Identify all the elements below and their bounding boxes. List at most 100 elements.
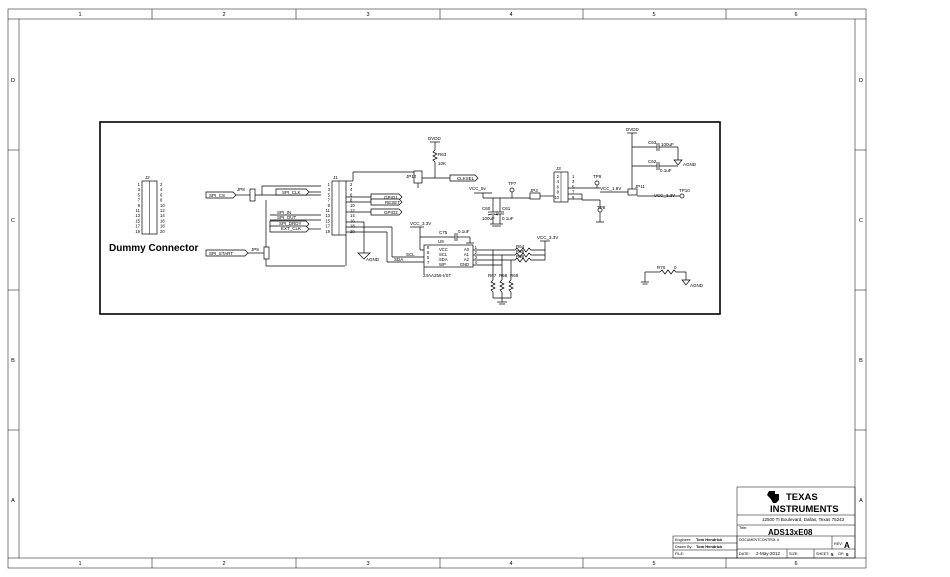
u9-pin-left-0: VCC — [439, 247, 448, 252]
c62-ref: C62 — [648, 159, 657, 164]
dummy-connector-label: Dummy Connector — [109, 243, 199, 254]
j1-pin-right-4: 10 — [350, 203, 355, 208]
j3-pin-right-2: 5 — [572, 184, 575, 189]
drawn-by-value: Tom Hendrick — [696, 544, 723, 549]
net-spi-out: SPI_OUT — [270, 215, 321, 221]
jumper-jp8: JP8 — [237, 187, 256, 202]
j1-pin-left-9: 19 — [325, 229, 330, 234]
resistor-r65: R65 — [514, 249, 545, 258]
title-block: TEXAS INSTRUMENTS 12500 TI Boulevard, Da… — [672, 486, 856, 559]
jumper-jp3 — [529, 192, 541, 200]
j1-pin-left-4: 9 — [328, 203, 331, 208]
j1-pin-right-8: 18 — [350, 224, 355, 229]
u9-pinnum-right-2: 3 — [475, 255, 478, 260]
j3-pin-right-0: 1 — [572, 174, 575, 179]
u9-pinnum-left-3: 7 — [427, 260, 430, 265]
resistor-r66: R66 — [514, 254, 545, 263]
j1-pin-right-6: 14 — [350, 213, 355, 218]
spi-cs-label: SPI_CS — [209, 193, 225, 198]
file-label: FILE: — [675, 552, 684, 556]
spi-clk-label: SPI_CLK — [282, 190, 301, 195]
j3-pin-right-4: 9 — [572, 195, 575, 200]
u9-pinnum-right-3: 4 — [475, 260, 478, 265]
testpoint-tp7 — [509, 187, 515, 193]
c63-ref: C63 — [648, 140, 657, 145]
j2-ref: J2 — [145, 175, 150, 180]
j2-pin-left-9: 19 — [135, 229, 140, 234]
r63-ref: R63 — [438, 152, 447, 157]
j3-pin-left-0: 2 — [557, 174, 560, 179]
j1-ref: J1 — [333, 175, 338, 180]
vcc-33-mid-label: VCC_3.3V — [537, 235, 558, 240]
gpio1-label: GPIO1 — [384, 195, 398, 200]
c75-ref: C75 — [439, 230, 448, 235]
j1-pin-left-7: 15 — [325, 218, 330, 223]
engineer-value: Tom Hendrick — [696, 537, 723, 542]
resistor-r68: R68 — [499, 273, 508, 298]
col-label-1: 1 — [78, 12, 81, 18]
j2-pin-left-4: 9 — [138, 203, 141, 208]
of-label: OF: — [838, 552, 844, 556]
resistor-r64: R64 — [514, 244, 545, 253]
r70-ref: R70 — [657, 265, 666, 270]
j3-pin-left-2: 6 — [557, 184, 560, 189]
j1-pin-left-1: 3 — [328, 187, 331, 192]
u9-part: 24AA256-I/ST — [423, 273, 452, 278]
rev-label: REV: — [834, 542, 843, 546]
tp10-ref: TP10 — [679, 188, 690, 193]
col-label-4: 4 — [509, 12, 512, 18]
j2-pin-right-5: 12 — [160, 208, 165, 213]
row-label-d: D — [11, 78, 15, 84]
spi-in-label: SPI_IN — [277, 210, 291, 215]
r68-ref: R68 — [499, 273, 508, 278]
j1-pin-left-0: 1 — [328, 182, 331, 187]
company-name-line1: TEXAS — [786, 492, 818, 503]
u9-pin-right-0: A0 — [464, 247, 470, 252]
col-label-3: 3 — [366, 12, 369, 18]
jp9-ref: JP9 — [251, 247, 259, 252]
j2-pin-right-7: 16 — [160, 218, 165, 223]
r70-val: 0 — [674, 265, 677, 270]
j2-pin-left-3: 7 — [138, 198, 141, 203]
c62-val: 0.1uF — [660, 168, 672, 173]
vcc-33-right-label: VCC_3.3V — [654, 193, 675, 198]
agnd-j1-symbol — [357, 252, 371, 260]
j1-pin-right-7: 16 — [350, 218, 355, 223]
drawn-by-label: Drawn By: — [675, 545, 693, 549]
jp10-ref: JP10 — [406, 174, 417, 179]
r69-ref: R69 — [510, 273, 519, 278]
c63-val: 100uF — [661, 142, 674, 147]
agnd-j1-label: AGND — [366, 257, 380, 262]
vcc-18v-label: VCC_1.8V — [600, 186, 621, 191]
engineer-label: Engineer: — [675, 538, 691, 542]
u9-pinnum-right-0: 1 — [475, 245, 478, 250]
jp3-ref: JP3 — [530, 188, 538, 193]
clksel-label: CLKSEL — [457, 176, 475, 181]
row-label-b: B — [11, 358, 15, 364]
r66-ref: R66 — [516, 254, 525, 259]
net-spi-in: SPI_IN — [270, 210, 321, 216]
date-label: DATE: — [739, 552, 750, 556]
resistor-r63 — [432, 149, 438, 163]
outer-frame — [7, 8, 867, 569]
col-label-5-bottom: 5 — [652, 561, 655, 567]
testpoint-tp9 — [594, 180, 600, 186]
u9-pin-left-3: WP — [439, 262, 446, 267]
j2-pin-left-0: 1 — [138, 182, 141, 187]
j2-pin-left-6: 13 — [135, 213, 140, 218]
agnd-r70-symbol — [681, 279, 691, 286]
col-label-2: 2 — [222, 12, 225, 18]
j2-pin-left-1: 3 — [138, 187, 141, 192]
net-spi-start: SPI_START — [205, 249, 264, 257]
row-label-c: C — [11, 218, 15, 224]
vcc-33-left-label: VCC_3.3V — [410, 221, 431, 226]
col-label-3-bottom: 3 — [366, 561, 369, 567]
r67-ref: R67 — [488, 273, 497, 278]
vcc-5v-label: VCC_5v — [469, 186, 487, 191]
drawing-title: ADS13xE08 — [768, 528, 813, 537]
